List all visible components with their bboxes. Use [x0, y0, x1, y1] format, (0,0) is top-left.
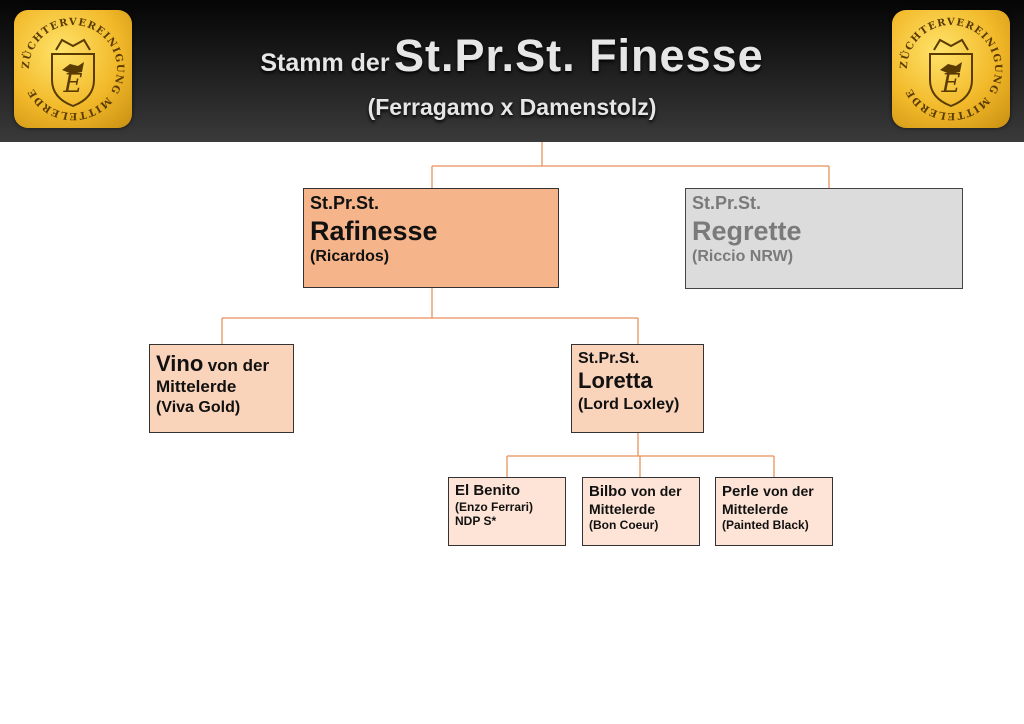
node-sire: (Bon Coeur) [589, 517, 659, 532]
node-regrette: St.Pr.St. Regrette (Riccio NRW) [685, 188, 963, 289]
header-banner: ZÜCHTERVEREINIGUNG MITTELERDE E Stamm de… [0, 0, 1024, 142]
node-suffix: von der [207, 356, 270, 375]
node-sire: (Riccio NRW) [692, 247, 794, 265]
node-sire: (Viva Gold) [156, 398, 241, 416]
svg-text:E: E [941, 69, 961, 99]
node-suffix: von der [630, 483, 682, 499]
node-name: Loretta [578, 368, 653, 394]
node-name: El Benito [455, 482, 521, 499]
connector-rafinesse [221, 288, 639, 344]
node-name: Bilbo [589, 483, 627, 500]
node-extra: NDP S* [455, 514, 497, 529]
node-name: Perle [722, 483, 759, 500]
title-prefix: Stamm der [260, 49, 390, 77]
node-sire: (Lord Loxley) [578, 395, 680, 413]
club-logo-right: ZÜCHTERVEREINIGUNG MITTELERDE E [892, 10, 1010, 128]
node-prefix: St.Pr.St. [692, 193, 762, 213]
connector-loretta [506, 433, 775, 477]
node-el-benito: El Benito (Enzo Ferrari) NDP S* [448, 477, 566, 546]
node-line2: Mittelerde [156, 377, 237, 397]
node-prefix: St.Pr.St. [578, 350, 640, 367]
node-name: Regrette [692, 215, 802, 246]
node-line2: Mittelerde [722, 501, 789, 518]
page-subtitle: (Ferragamo x Damenstolz) [367, 94, 657, 120]
node-sire: (Enzo Ferrari) [455, 500, 534, 514]
node-name: Rafinesse [310, 215, 438, 246]
node-loretta: St.Pr.St. Loretta (Lord Loxley) [571, 344, 704, 433]
node-vino: Vino von der Mittelerde (Viva Gold) [149, 344, 294, 433]
node-perle: Perle von der Mittelerde (Painted Black) [715, 477, 833, 546]
node-bilbo: Bilbo von der Mittelerde (Bon Coeur) [582, 477, 700, 546]
node-suffix: von der [763, 483, 814, 499]
node-line2: Mittelerde [589, 501, 656, 518]
title-main: St.Pr.St. Finesse [394, 30, 764, 81]
svg-text:E: E [63, 69, 83, 99]
node-sire: (Painted Black) [722, 517, 809, 532]
node-prefix: St.Pr.St. [310, 193, 380, 213]
page-title: Stamm der St.Pr.St. Finesse [0, 30, 1024, 82]
node-rafinesse: St.Pr.St. Rafinesse (Ricardos) [303, 188, 559, 288]
node-name: Vino [156, 351, 204, 376]
club-logo-left: ZÜCHTERVEREINIGUNG MITTELERDE E [14, 10, 132, 128]
node-sire: (Ricardos) [310, 247, 390, 265]
connector-root [431, 142, 830, 188]
